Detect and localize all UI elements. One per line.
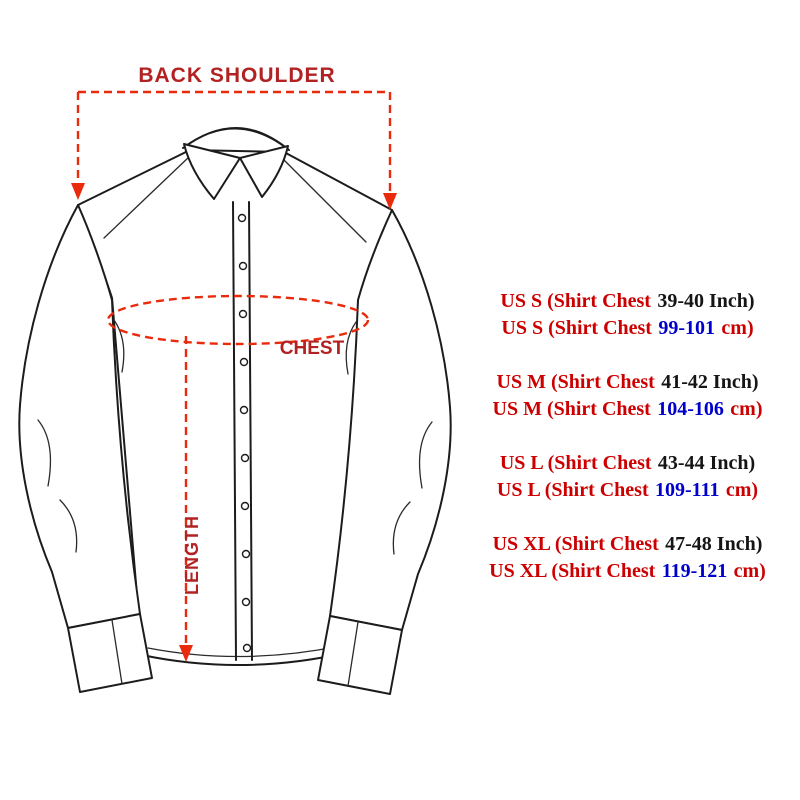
chest-ellipse (106, 294, 370, 346)
size-group-m: US M (Shirt Chest 41-42 Inch) US M (Shirt… (455, 369, 800, 423)
placket-left-line (232, 201, 237, 661)
size-line-m-inch: US M (Shirt Chest 41-42 Inch) (455, 369, 800, 396)
collar-right-leaf (239, 145, 289, 198)
back-shoulder-arrow-right (383, 193, 397, 210)
length-measure: LENGTH (179, 336, 202, 662)
cm-value: 109-111 (655, 479, 720, 501)
right-sleeve (329, 209, 452, 631)
cm-unit: cm) (730, 398, 763, 420)
size-text: US M (Shirt Chest (496, 371, 655, 393)
right-cuff-stitch (347, 621, 359, 687)
cm-unit: cm) (721, 317, 754, 339)
cm-unit: cm) (733, 560, 766, 582)
size-line-m-cm: US M (Shirt Chest 104-106 cm) (455, 396, 800, 423)
back-shoulder-arrow-left (71, 183, 85, 200)
length-label: LENGTH (182, 515, 202, 595)
cm-value: 119-121 (661, 560, 728, 582)
left-sleeve-wrinkle (37, 419, 52, 487)
right-sleeve-wrinkle-2 (392, 501, 411, 555)
size-text: US XL (Shirt Chest (489, 560, 656, 582)
collar-left-leaf (183, 143, 241, 200)
right-cuff (317, 615, 403, 695)
size-group-xl: US XL (Shirt Chest 47-48 Inch) US XL (Shi… (455, 531, 800, 585)
inch-value: 47-48 Inch) (665, 533, 763, 555)
inch-value: 43-44 Inch) (657, 452, 756, 474)
size-line-s-inch: US S (Shirt Chest 39-40 Inch) (455, 288, 800, 315)
size-line-xl-inch: US XL (Shirt Chest 47-48 Inch) (455, 531, 800, 558)
cm-value: 99-101 (658, 317, 716, 339)
inch-value: 41-42 Inch) (661, 371, 759, 393)
chest-measure: CHEST (106, 294, 370, 359)
cm-value: 104-106 (657, 398, 724, 420)
cm-unit: cm) (725, 479, 759, 501)
right-underarm-wrinkle (345, 321, 357, 375)
length-arrow (179, 645, 193, 662)
size-text: US M (Shirt Chest (492, 398, 651, 420)
size-text: US L (Shirt Chest (499, 452, 652, 474)
left-sleeve-wrinkle-2 (59, 499, 78, 553)
left-yoke-seam (103, 155, 191, 239)
size-text: US S (Shirt Chest (501, 317, 652, 339)
left-cuff-stitch (111, 619, 123, 685)
back-shoulder-measure: BACK SHOULDER (71, 64, 397, 210)
size-text: US S (Shirt Chest (500, 290, 651, 312)
collar (182, 127, 290, 200)
back-shoulder-label: BACK SHOULDER (138, 64, 335, 87)
left-underarm-wrinkle (113, 319, 125, 373)
size-text: US L (Shirt Chest (496, 479, 649, 501)
right-sleeve-wrinkle (418, 421, 433, 489)
shirt-hem-seam (147, 645, 341, 658)
buttons (237, 213, 252, 653)
chest-label: CHEST (280, 338, 345, 359)
right-yoke-seam (281, 157, 367, 243)
size-text: US XL (Shirt Chest (492, 533, 659, 555)
inch-value: 39-40 Inch) (657, 290, 755, 312)
left-cuff (67, 613, 153, 693)
placket-right-line (248, 201, 253, 661)
